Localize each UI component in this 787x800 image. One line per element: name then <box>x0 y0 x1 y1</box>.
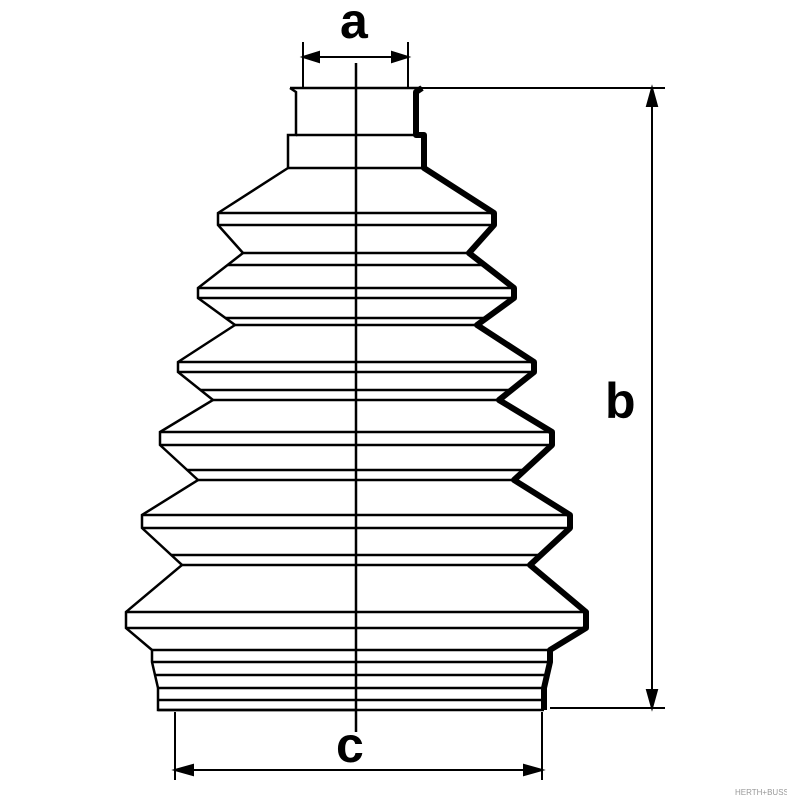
watermark-logo: HERTH+BUSS <box>735 788 787 797</box>
boot-right-half <box>413 85 589 710</box>
dimension-b <box>420 84 665 712</box>
label-b: b <box>605 373 636 429</box>
dimension-a <box>299 42 412 88</box>
label-a: a <box>340 0 369 49</box>
label-c: c <box>336 717 364 773</box>
right-outline <box>413 85 589 710</box>
dimension-c <box>171 712 546 780</box>
